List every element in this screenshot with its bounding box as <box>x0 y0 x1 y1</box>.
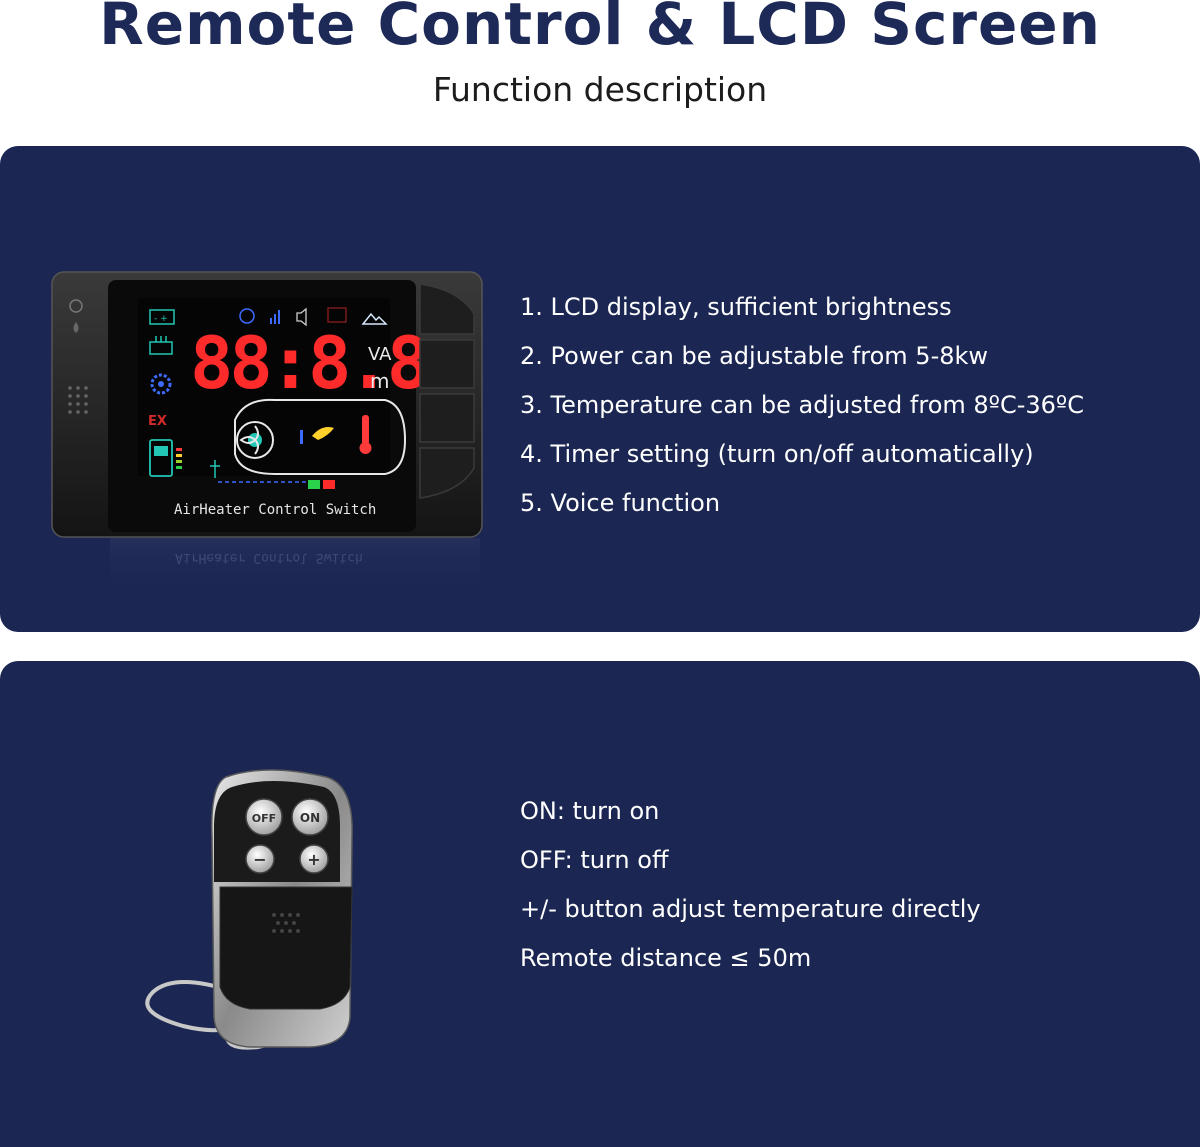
speaker-icon <box>296 307 307 327</box>
lcd-feature-item: 3. Temperature can be adjusted from 8ºC-… <box>520 391 1084 419</box>
heater-icon <box>149 336 173 355</box>
signal-icon <box>270 310 280 324</box>
lcd-feature-item: 5. Voice function <box>520 489 721 517</box>
button-minus[interactable]: − <box>245 844 275 874</box>
svg-text:OFF: OFF <box>252 812 276 825</box>
svg-text:EX: EX <box>148 414 167 429</box>
thermometer-icon <box>359 415 372 454</box>
alarm-clock-icon <box>239 308 255 324</box>
svg-text:AirHeater Control Switch: AirHeater Control Switch <box>175 550 363 565</box>
lcd-section: AirHeater Control Switch - + EX 88:8.8 V… <box>0 146 1200 632</box>
remote-feature-item: ON: turn on <box>520 797 660 825</box>
svg-text:ON: ON <box>300 811 320 825</box>
lcd-feature-list: 1. LCD display, sufficient brightness 2.… <box>520 290 1084 535</box>
battery-icon: - + <box>149 309 175 325</box>
fuel-pump-icon <box>149 439 182 477</box>
lcd-feature-item: 4. Timer setting (turn on/off automatica… <box>520 440 1034 468</box>
svg-text:−: − <box>253 850 266 869</box>
button-off[interactable]: OFF <box>245 798 283 836</box>
lcd-feature-item: 2. Power can be adjustable from 5-8kw <box>520 342 989 370</box>
page-title: Remote Control & LCD Screen <box>99 0 1101 58</box>
remote-section: OFF ON − + ON: turn on OFF: turn off +/-… <box>0 661 1200 1147</box>
device-caption: AirHeater Control Switch <box>174 502 376 518</box>
remote-control-image: OFF ON − + <box>145 769 353 1050</box>
button-on[interactable]: ON <box>291 798 329 836</box>
remote-feature-item: OFF: turn off <box>520 846 669 874</box>
svg-text:+: + <box>307 850 320 869</box>
gear-icon <box>150 373 172 395</box>
lcd-unit-top: VA <box>368 344 392 365</box>
lcd-unit-bottom: m <box>370 369 389 393</box>
lcd-feature-item: 1. LCD display, sufficient brightness <box>520 293 952 321</box>
svg-text:- +: - + <box>154 314 168 324</box>
lcd-controller-image: AirHeater Control Switch - + EX 88:8.8 V… <box>51 271 483 598</box>
button-plus[interactable]: + <box>299 844 329 874</box>
side-buttons <box>419 283 475 499</box>
remote-feature-list: ON: turn on OFF: turn off +/- button adj… <box>520 794 981 990</box>
page-header: Remote Control & LCD Screen Function des… <box>0 0 1200 140</box>
fan-icon <box>234 398 407 475</box>
remote-feature-item: Remote distance ≤ 50m <box>520 944 812 972</box>
lcd-digits: 88:8.8 <box>190 321 426 405</box>
remote-feature-item: +/- button adjust temperature directly <box>520 895 981 923</box>
page-subtitle: Function description <box>432 70 768 109</box>
altitude-icon <box>361 312 388 325</box>
